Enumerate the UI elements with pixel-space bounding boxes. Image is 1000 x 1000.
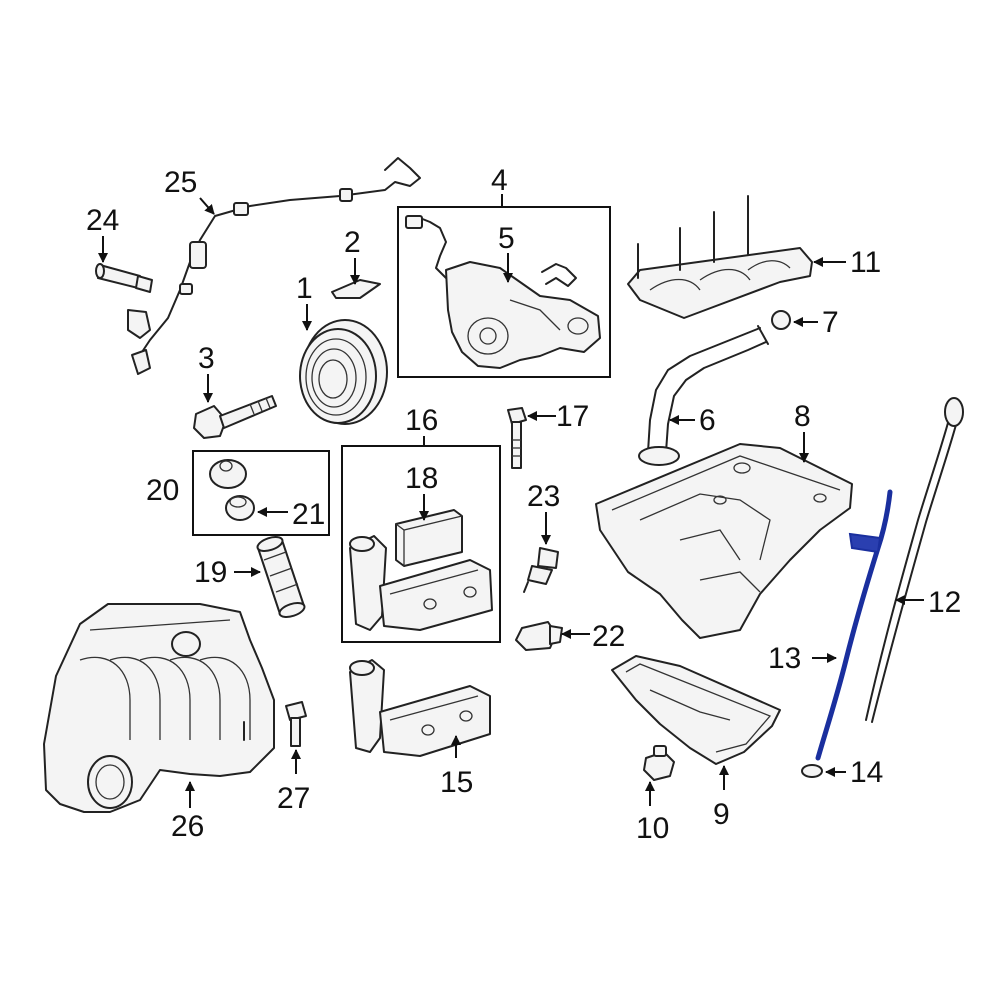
part-27-bolt[interactable] [285, 701, 307, 747]
callout-3: 3 [198, 342, 215, 375]
callout-14: 14 [850, 756, 883, 789]
callout-27: 27 [277, 782, 310, 815]
part-21-seal[interactable] [225, 495, 255, 521]
callout-12: 12 [928, 586, 961, 619]
part-22-oil-temperature-sensor[interactable] [515, 621, 563, 651]
part-9-lower-oil-pan[interactable] [611, 655, 781, 765]
callout-21: 21 [292, 498, 325, 531]
callout-18: 18 [405, 462, 438, 495]
part-11-windage-tray[interactable] [627, 195, 813, 319]
callout-15: 15 [440, 766, 473, 799]
callout-6: 6 [699, 404, 716, 437]
callout-24: 24 [86, 204, 119, 237]
part-19-oil-filter[interactable] [256, 534, 306, 619]
part-15-oil-filter-housing[interactable] [349, 659, 491, 757]
part-26-intake-manifold[interactable] [43, 603, 275, 813]
part-17-bolt[interactable] [507, 407, 527, 469]
callout-19: 19 [194, 556, 227, 589]
part-20-cap[interactable] [209, 459, 247, 489]
callout-26: 26 [171, 810, 204, 843]
callout-7: 7 [822, 306, 839, 339]
callout-25: 25 [164, 166, 197, 199]
leader-lines [98, 194, 924, 808]
callout-11: 11 [850, 246, 881, 279]
callout-22: 22 [592, 620, 625, 653]
callout-5: 5 [498, 222, 515, 255]
part-24-plug[interactable] [95, 263, 153, 293]
callout-1: 1 [296, 272, 313, 305]
callout-13: 13 [768, 642, 801, 675]
part-12-dipstick[interactable] [865, 397, 964, 723]
callout-labels: 1 2 3 4 5 6 7 8 9 10 11 12 13 14 15 16 1… [86, 164, 961, 845]
callout-23: 23 [527, 480, 560, 513]
part-13-dipstick-tube[interactable] [815, 489, 893, 761]
part-5-oil-pump[interactable] [405, 215, 601, 369]
part-23-oil-pressure-sensor[interactable] [523, 547, 559, 593]
part-6-oil-pickup-tube[interactable] [638, 325, 769, 466]
group-box-4 [397, 206, 611, 378]
part-1-crankshaft-pulley[interactable] [299, 319, 388, 425]
callout-8: 8 [794, 400, 811, 433]
part-14-o-ring[interactable] [801, 764, 823, 778]
part-25-wiring-harness[interactable] [127, 157, 421, 375]
part-16-oil-filter-housing-assembly[interactable] [349, 535, 493, 631]
part-3-bolt[interactable] [193, 395, 277, 439]
callout-4: 4 [491, 164, 508, 197]
callout-2: 2 [344, 226, 361, 259]
part-18-gasket[interactable] [395, 509, 463, 567]
callout-10: 10 [636, 812, 669, 845]
part-7-o-ring[interactable] [771, 310, 791, 330]
group-box-16 [341, 445, 501, 643]
part-10-drain-plug[interactable] [643, 745, 675, 781]
callout-17: 17 [556, 400, 589, 433]
callout-20: 20 [146, 474, 179, 507]
group-box-20 [192, 450, 330, 536]
part-8-upper-oil-pan[interactable] [595, 443, 853, 639]
callout-9: 9 [713, 798, 730, 831]
callout-16: 16 [405, 404, 438, 437]
